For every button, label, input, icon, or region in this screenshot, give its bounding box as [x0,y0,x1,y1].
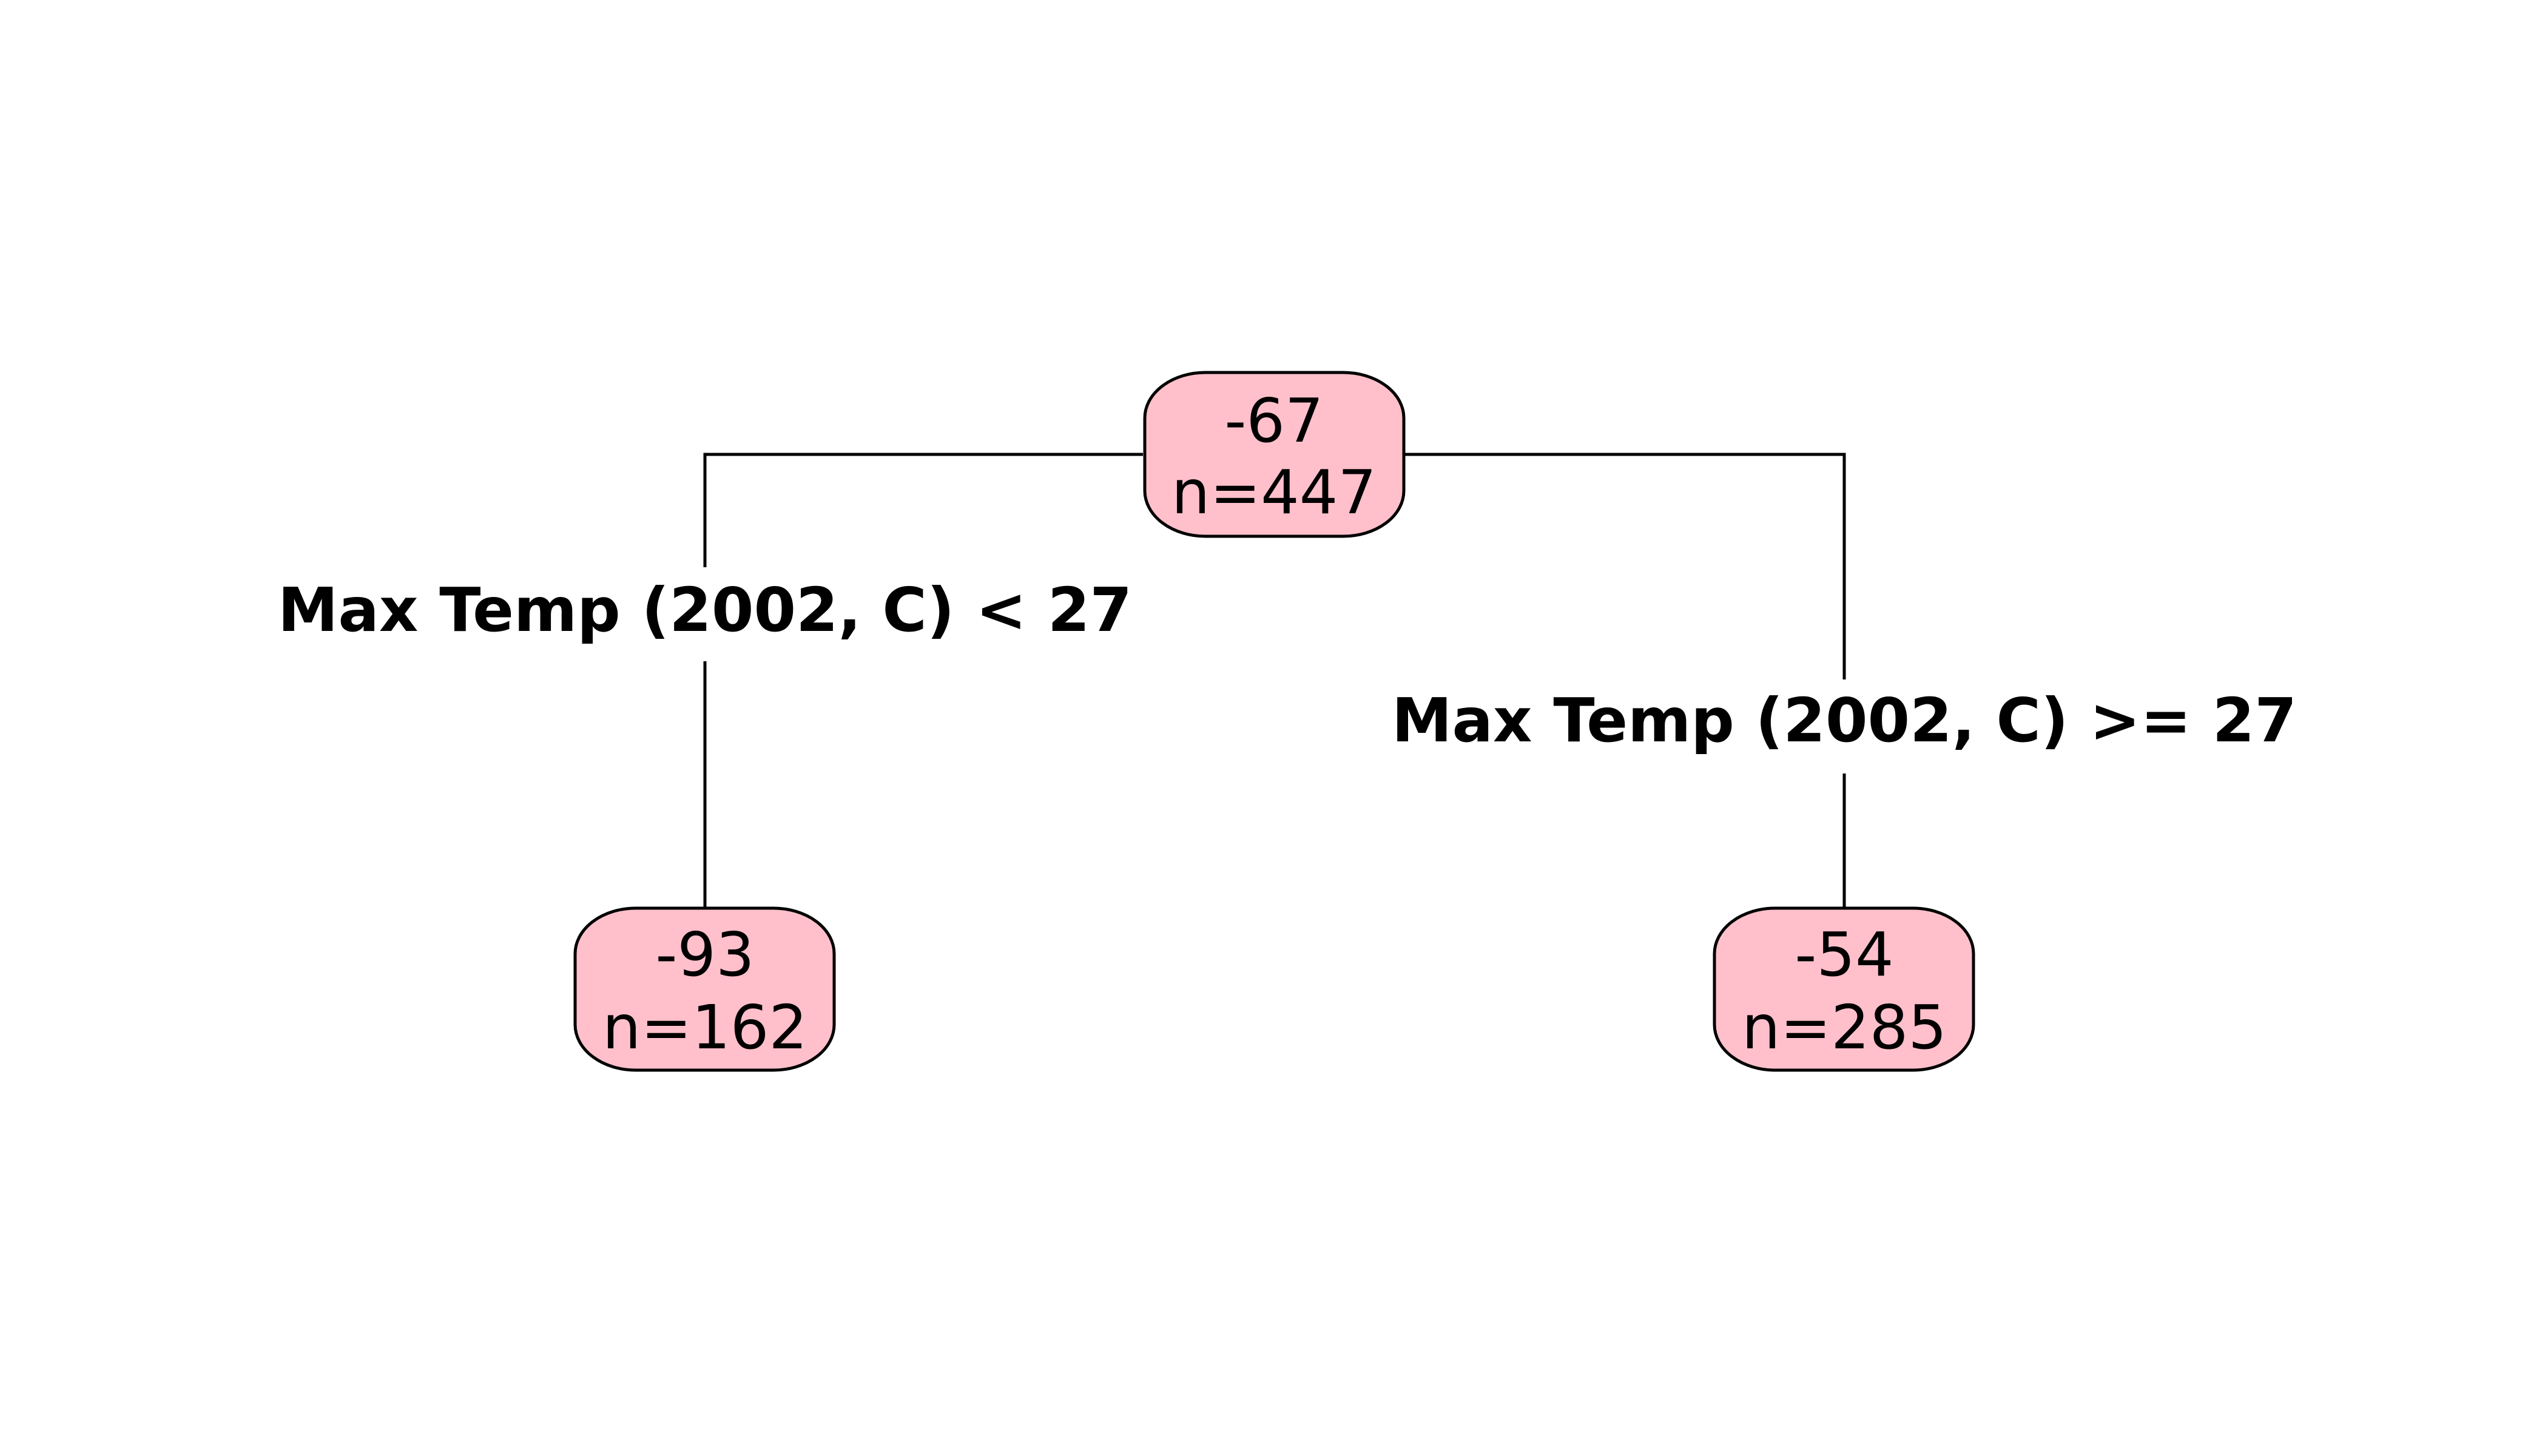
right-leaf-box [1713,906,1975,1072]
root-node-value: -67 [1224,385,1323,456]
left-leaf-node[interactable]: -93 n=162 [573,906,836,1072]
split-label-left: Max Temp (2002, C) < 27 [278,575,1132,645]
root-node-box [1143,371,1406,538]
edge-root-to-left [703,453,1143,908]
root-node-count: n=447 [1171,457,1377,528]
split-left: Max Temp (2002, C) < 27 [261,567,1147,661]
left-leaf-value: -93 [655,919,754,990]
split-right: Max Temp (2002, C) >= 27 [1374,679,2314,774]
left-leaf-count: n=162 [602,992,807,1063]
right-leaf-value: -54 [1795,919,1893,990]
right-leaf-count: n=285 [1742,992,1947,1063]
root-node[interactable]: -67 n=447 [1143,371,1406,538]
left-leaf-box [573,906,836,1072]
split-label-right: Max Temp (2002, C) >= 27 [1392,685,2297,756]
right-leaf-node[interactable]: -54 n=285 [1713,906,1975,1072]
